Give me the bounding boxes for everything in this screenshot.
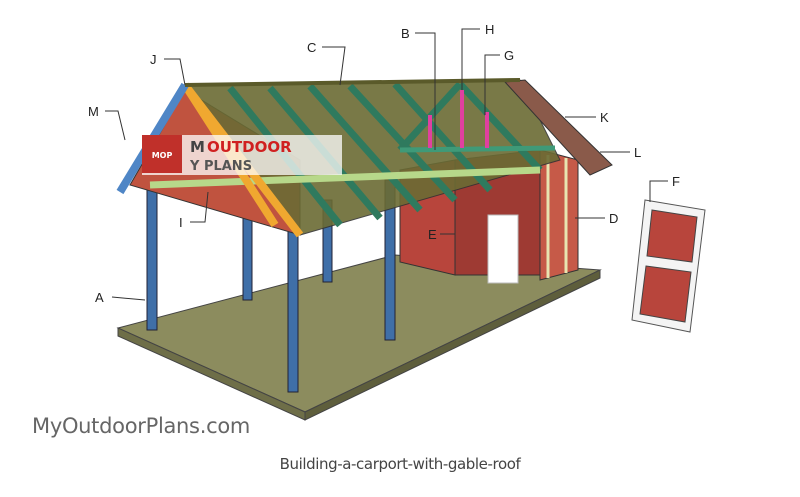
ridge-board (184, 78, 521, 87)
label-j: J (150, 52, 157, 67)
label-a: A (95, 290, 104, 305)
label-g: G (504, 48, 514, 63)
logo-prefix: M (190, 138, 205, 156)
logo: MOP M OUTDOOR Y PLANS (142, 135, 342, 175)
logo-badge: MOP (152, 151, 173, 160)
label-k: K (600, 110, 609, 125)
door-panel (631, 199, 706, 333)
part-labels: A B C D E F G H I J K L M (88, 22, 680, 305)
label-l: L (634, 145, 641, 160)
label-b: B (401, 26, 410, 41)
floor-slab (116, 254, 602, 421)
side-beam (149, 166, 541, 189)
label-i: I (179, 215, 183, 230)
logo-line1: OUTDOOR (207, 138, 292, 156)
truss-studs (428, 90, 489, 148)
carport-diagram: MOP M OUTDOOR Y PLANS A B C D E F G H I … (88, 22, 706, 421)
label-m: M (88, 104, 99, 119)
label-f: F (672, 174, 680, 189)
label-leaders (105, 28, 668, 301)
label-e: E (428, 227, 437, 242)
label-c: C (307, 40, 316, 55)
label-h: H (485, 22, 494, 37)
label-d: D (609, 211, 618, 226)
image-caption: Building-a-carport-with-gable-roof (279, 455, 521, 473)
logo-line2: Y PLANS (189, 159, 252, 174)
watermark: MyOutdoorPlans.com (32, 414, 251, 438)
